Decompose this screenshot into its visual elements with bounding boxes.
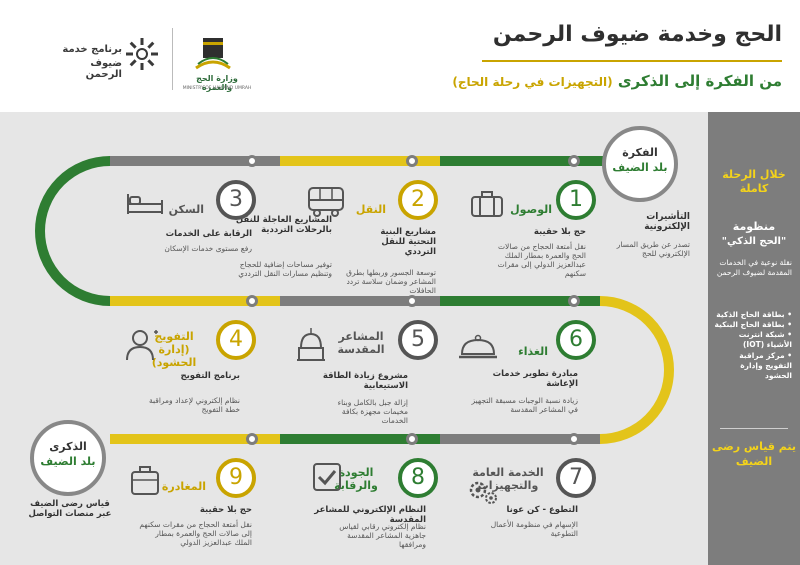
step-5-desc: إزالة جبل بالكامل وبناء مخيمات مجهزة بكا… xyxy=(337,398,408,425)
sidebar-feature-list: • بطاقة الحاج الذكية • بطاقة الحاج البنك… xyxy=(712,310,796,381)
step-3-sub: الرقابة على الخدمات xyxy=(165,229,252,239)
step-1-desc: نقل أمتعة الحجاج من صالات الحج والعمرة ب… xyxy=(497,242,586,278)
start-node: الفكرة بلد الضيف xyxy=(602,126,678,202)
gears-icon xyxy=(469,481,497,504)
step-2-desc: توسعة الجسور وربطها بطرق المشاعر وضمان س… xyxy=(346,268,436,295)
start-node-line2: بلد الضيف xyxy=(612,160,668,174)
step-3-number: 3 xyxy=(216,180,256,220)
step-8-sub: النظام الإلكتروني للمشاعر المقدسة xyxy=(314,505,426,525)
step-4-number: 4 xyxy=(216,320,256,360)
sidebar-feature-item: • بطاقة الحاج الذكية xyxy=(716,310,792,319)
program-emblem-icon xyxy=(126,38,158,70)
kaaba-logo-icon xyxy=(195,38,231,70)
path-dot xyxy=(406,295,418,307)
end-node-line1: الذكرى xyxy=(49,440,87,453)
sidebar-feature-item: • شبكة انترنت الأشياء (IOT) xyxy=(738,330,792,350)
step-2b-sub: المشاريع العاجلة للنقل بالرحلات الترددية xyxy=(235,215,332,235)
step-2-name: النقل xyxy=(355,203,386,216)
path-dot xyxy=(406,155,418,167)
step-8-number: 8 xyxy=(398,458,438,498)
start-caption-title: التأشيرات الإلكترونية xyxy=(644,212,690,233)
step-2-sub: مشاريع البنية التحتية للنقل الترددي xyxy=(380,227,436,257)
step-7-number: 7 xyxy=(556,458,596,498)
step-4-desc: نظام إلكتروني لإعداد ومراقبة خطة التفويج xyxy=(148,396,240,414)
step-3-name: السكن xyxy=(168,203,204,216)
step-2-number: 2 xyxy=(398,180,438,220)
food-icon xyxy=(459,334,497,359)
subtitle-main: من الفكرة إلى الذكرى xyxy=(617,72,782,90)
sidebar-heading: خلال الرحلة كاملة xyxy=(722,168,786,196)
sidebar-feature-item: • مركز مراقبة التفويج وإدارة الحشود xyxy=(739,350,792,380)
step-6-name: الغذاء xyxy=(518,345,548,358)
mosque-icon xyxy=(297,328,325,361)
step-3-desc: رفع مستوى خدمات الإسكان xyxy=(164,244,252,253)
path-dot xyxy=(246,433,258,445)
sidebar-system: منظومة xyxy=(732,220,776,233)
header: الحج وخدمة ضيوف الرحمن من الفكرة إلى الذ… xyxy=(0,0,800,112)
step-9-name: المغادرة xyxy=(161,480,206,493)
step-5-name: المشاعر المقدسة xyxy=(337,330,385,356)
end-node: الذكرى بلد الضيف xyxy=(30,420,106,496)
smart-hajj-sidebar xyxy=(708,112,800,565)
step-7-sub: التطوع - كن عونا xyxy=(506,505,578,515)
step-4-sub: برنامج التفويج xyxy=(180,371,240,381)
step-1-number: 1 xyxy=(556,180,596,220)
sidebar-system-name: "الحج الذكي" xyxy=(721,236,787,247)
start-node-line1: الفكرة xyxy=(622,146,658,159)
path-dot xyxy=(568,433,580,445)
path-dot xyxy=(568,155,580,167)
end-caption-title: قياس رضى الضيف عبر منصات التواصل xyxy=(28,499,112,519)
step-4-name: التفويج (إدارة الحشود) xyxy=(151,330,197,369)
end-node-line2: بلد الضيف xyxy=(40,454,96,468)
path-dot xyxy=(246,295,258,307)
step-7-desc: الإسهام في منظومة الأعمال التطوعية xyxy=(490,520,578,538)
check-icon xyxy=(313,463,341,491)
sidebar-divider xyxy=(720,428,788,429)
sidebar-footer: يتم قياس رضى الضيف xyxy=(712,440,796,468)
step-6-number: 6 xyxy=(556,320,596,360)
ministry-logo-en: MINISTRY OF HAJJ AND UMRAH xyxy=(182,86,252,91)
subtitle-paren: (التجهيزات في رحلة الحاج) xyxy=(452,75,613,89)
bed-icon xyxy=(127,194,163,214)
bag-icon xyxy=(131,466,159,495)
step-9-number: 9 xyxy=(216,458,256,498)
step-2b-desc: توفير مساحات إضافية للحجاج وتنظيم مسارات… xyxy=(238,260,332,278)
ministry-logo-ar: وزارة الحج والعمرة xyxy=(196,74,238,92)
step-5-sub: مشروع زيادة الطاقة الاستيعابية xyxy=(322,371,408,391)
sidebar-feature-item: • بطاقة الحاج البنكية xyxy=(714,320,792,330)
path-dot xyxy=(406,433,418,445)
sidebar-intro: نقلة نوعية في الخدمات المقدمة لضيوف الرح… xyxy=(716,258,792,277)
step-9-desc: نقل أمتعة الحجاج من مقرات سكنهم إلى صالا… xyxy=(139,520,252,547)
bus-icon xyxy=(308,187,344,217)
step-1-sub: حج بلا حقيبة xyxy=(533,227,586,237)
step-6-sub: مبادرة تطوير خدمات الإعاشة xyxy=(492,369,578,389)
page-subtitle: من الفكرة إلى الذكرى (التجهيزات في رحلة … xyxy=(452,72,782,90)
step-1-name: الوصول xyxy=(510,203,552,216)
path-dot xyxy=(568,295,580,307)
page-title: الحج وخدمة ضيوف الرحمن xyxy=(492,22,782,47)
step-6-desc: زيادة نسبة الوجبات مسبقة التجهيز في المش… xyxy=(471,396,578,414)
program-logo-line1: برنامج خدمة xyxy=(62,44,122,55)
suitcase-icon xyxy=(471,191,503,217)
program-logo-line2: ضيوف الرحمن xyxy=(85,58,122,80)
step-7-name: الخدمة العامة والتجهيزات xyxy=(472,466,544,492)
step-5-number: 5 xyxy=(398,320,438,360)
step-8-name: الجودة والرقابة xyxy=(334,466,378,492)
step-8-desc: نظام إلكتروني رقابي لقياس جاهزية المشاعر… xyxy=(339,522,426,549)
step-9-sub: حج بلا حقيبة xyxy=(199,505,252,515)
title-divider xyxy=(482,60,782,62)
path-dot xyxy=(246,155,258,167)
person-icon xyxy=(126,330,158,361)
logo-divider xyxy=(172,28,173,90)
start-caption-desc: تصدر عن طريق المسار الإلكتروني للحج xyxy=(616,240,690,258)
